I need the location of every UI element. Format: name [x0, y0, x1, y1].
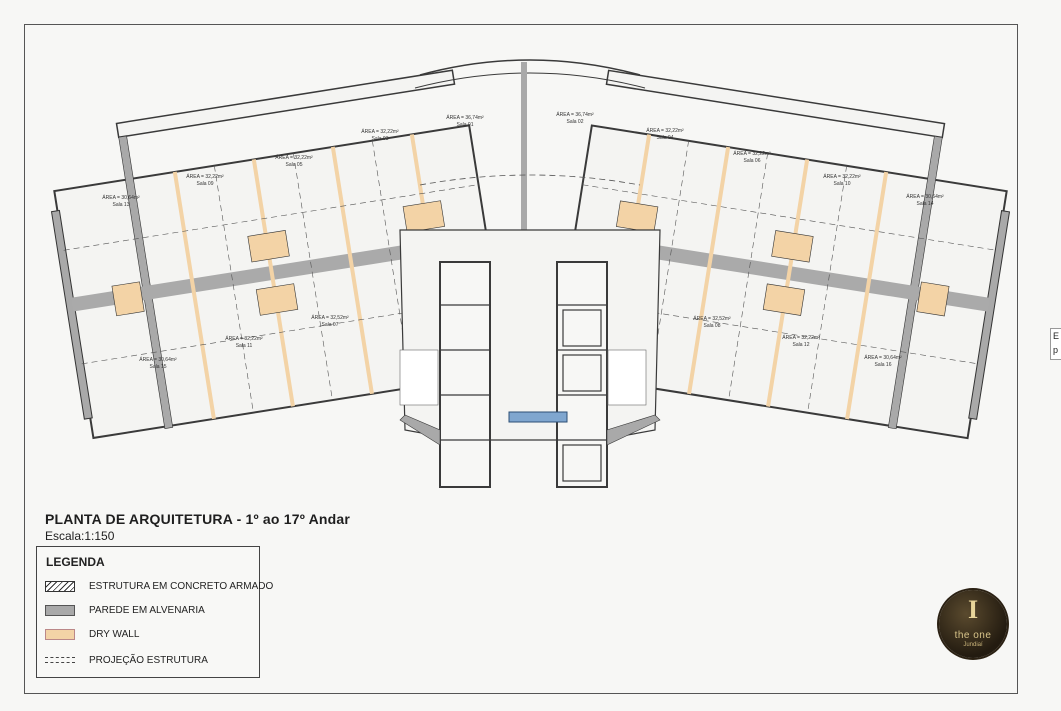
legend-item-masonry: PAREDE EM ALVENARIA [45, 603, 205, 617]
svg-text:Sala 09: Sala 09 [197, 181, 214, 187]
room-name: Sala 04 [657, 135, 674, 141]
svg-text:ÁREA = 32,22m²: ÁREA = 32,22m² [733, 150, 771, 157]
svg-text:Sala 12: Sala 12 [793, 342, 810, 348]
room-area: ÁREA = 30,64m² [102, 194, 140, 201]
room-area: ÁREA = 32,22m² [225, 335, 263, 342]
drywall-fill-icon [45, 628, 75, 640]
room-name: Sala 07 [322, 322, 339, 328]
svg-text:ÁREA = 32,22m²: ÁREA = 32,22m² [275, 154, 313, 161]
svg-text:ÁREA = 30,64m²: ÁREA = 30,64m² [864, 354, 902, 361]
room-name: Sala 12 [793, 342, 810, 348]
right-wing [551, 69, 1011, 440]
sheet-border [24, 24, 1018, 694]
room-area: ÁREA = 30,64m² [906, 193, 944, 200]
room-area: ÁREA = 36,74m² [556, 111, 594, 118]
svg-text:ÁREA = 30,64m²: ÁREA = 30,64m² [139, 356, 177, 363]
svg-text:Sala 06: Sala 06 [744, 158, 761, 164]
room-name: Sala 10 [834, 181, 851, 187]
gray-fill-icon [45, 604, 75, 616]
room-name: Sala 02 [567, 119, 584, 125]
legend-item-drywall: DRY WALL [45, 627, 139, 641]
legend: LEGENDA ESTRUTURA EM CONCRETO ARMADO PAR… [36, 546, 273, 678]
legend-label: PROJEÇÃO ESTRUTURA [89, 654, 208, 666]
room-area: ÁREA = 30,64m² [864, 354, 902, 361]
svg-text:ÁREA = 32,22m²: ÁREA = 32,22m² [823, 173, 861, 180]
logo-subtitle: Jundiaí [963, 642, 983, 648]
svg-text:ÁREA = 32,22m²: ÁREA = 32,22m² [646, 127, 684, 134]
inner-arc [414, 72, 646, 89]
dashed-lines-icon [45, 657, 75, 663]
room-name: Sala 08 [704, 323, 721, 329]
room-name: Sala 05 [286, 162, 303, 168]
legend-item-structure: ESTRUTURA EM CONCRETO ARMADO [45, 579, 273, 593]
room-area: ÁREA = 30,64m² [139, 356, 177, 363]
svg-text:Sala 10: Sala 10 [834, 181, 851, 187]
svg-text:Sala 01: Sala 01 [457, 122, 474, 128]
room-labels: ÁREA = 30,64m² Sala 13 ÁREA = 32,22m² Sa… [102, 111, 944, 370]
svg-text:Sala 04: Sala 04 [657, 135, 674, 141]
legend-item-projection: PROJEÇÃO ESTRUTURA [45, 653, 208, 667]
legend-title: LEGENDA [46, 555, 105, 569]
hatch-icon [45, 580, 75, 592]
room-name: Sala 03 [372, 136, 389, 142]
legend-label: PAREDE EM ALVENARIA [89, 604, 205, 616]
skylight [508, 411, 568, 423]
svg-text:Sala 11: Sala 11 [236, 343, 253, 349]
svg-text:Sala 14: Sala 14 [917, 201, 934, 207]
svg-text:Sala 15: Sala 15 [150, 364, 167, 370]
svg-text:Sala 02: Sala 02 [567, 119, 584, 125]
logo-letter: I [967, 595, 979, 624]
svg-text:ÁREA = 36,74m²: ÁREA = 36,74m² [556, 111, 594, 118]
svg-text:ÁREA = 36,74m²: ÁREA = 36,74m² [446, 114, 484, 121]
room-name: Sala 16 [875, 362, 892, 368]
svg-text:Sala 08: Sala 08 [704, 323, 721, 329]
room-area: ÁREA = 32,52m² [311, 314, 349, 321]
drawing-scale: Escala:1:150 [45, 529, 115, 543]
svg-text:ÁREA = 30,64m²: ÁREA = 30,64m² [102, 194, 140, 201]
central-core [399, 229, 661, 488]
svg-text:ÁREA = 30,64m²: ÁREA = 30,64m² [906, 193, 944, 200]
room-area: ÁREA = 32,22m² [186, 173, 224, 180]
room-name: Sala 06 [744, 158, 761, 164]
room-name: Sala 15 [150, 364, 167, 370]
svg-text:Sala 07: Sala 07 [322, 322, 339, 328]
room-name: Sala 09 [197, 181, 214, 187]
svg-text:Sala 03: Sala 03 [372, 136, 389, 142]
edge-note: E p [1050, 328, 1061, 360]
svg-text:Sala 05: Sala 05 [286, 162, 303, 168]
svg-text:ÁREA = 32,52m²: ÁREA = 32,52m² [311, 314, 349, 321]
room-area: ÁREA = 32,22m² [275, 154, 313, 161]
svg-text:ÁREA = 32,22m²: ÁREA = 32,22m² [186, 173, 224, 180]
left-wing [50, 69, 510, 440]
svg-text:Sala 13: Sala 13 [113, 202, 130, 208]
front-arc [419, 59, 641, 76]
svg-text:ÁREA = 32,22m²: ÁREA = 32,22m² [361, 128, 399, 135]
svg-text:ÁREA = 32,22m²: ÁREA = 32,22m² [782, 334, 820, 341]
brand-logo: I the one Jundiaí [939, 590, 1007, 658]
svg-text:ÁREA = 32,52m²: ÁREA = 32,52m² [693, 315, 731, 322]
room-area: ÁREA = 32,22m² [361, 128, 399, 135]
room-name: Sala 01 [457, 122, 474, 128]
room-area: ÁREA = 32,22m² [733, 150, 771, 157]
legend-label: ESTRUTURA EM CONCRETO ARMADO [89, 580, 274, 592]
legend-label: DRY WALL [89, 628, 140, 640]
room-area: ÁREA = 32,22m² [646, 127, 684, 134]
room-name: Sala 11 [236, 343, 253, 349]
svg-text:ÁREA = 32,22m²: ÁREA = 32,22m² [225, 335, 263, 342]
svg-text:Sala 16: Sala 16 [875, 362, 892, 368]
logo-name: the one [954, 630, 992, 641]
room-name: Sala 14 [917, 201, 934, 207]
room-area: ÁREA = 36,74m² [446, 114, 484, 121]
room-area: ÁREA = 32,52m² [693, 315, 731, 322]
room-area: ÁREA = 32,22m² [782, 334, 820, 341]
room-name: Sala 13 [113, 202, 130, 208]
room-area: ÁREA = 32,22m² [823, 173, 861, 180]
drawing-title: PLANTA DE ARQUITETURA - 1º ao 17º Andar [45, 511, 351, 527]
